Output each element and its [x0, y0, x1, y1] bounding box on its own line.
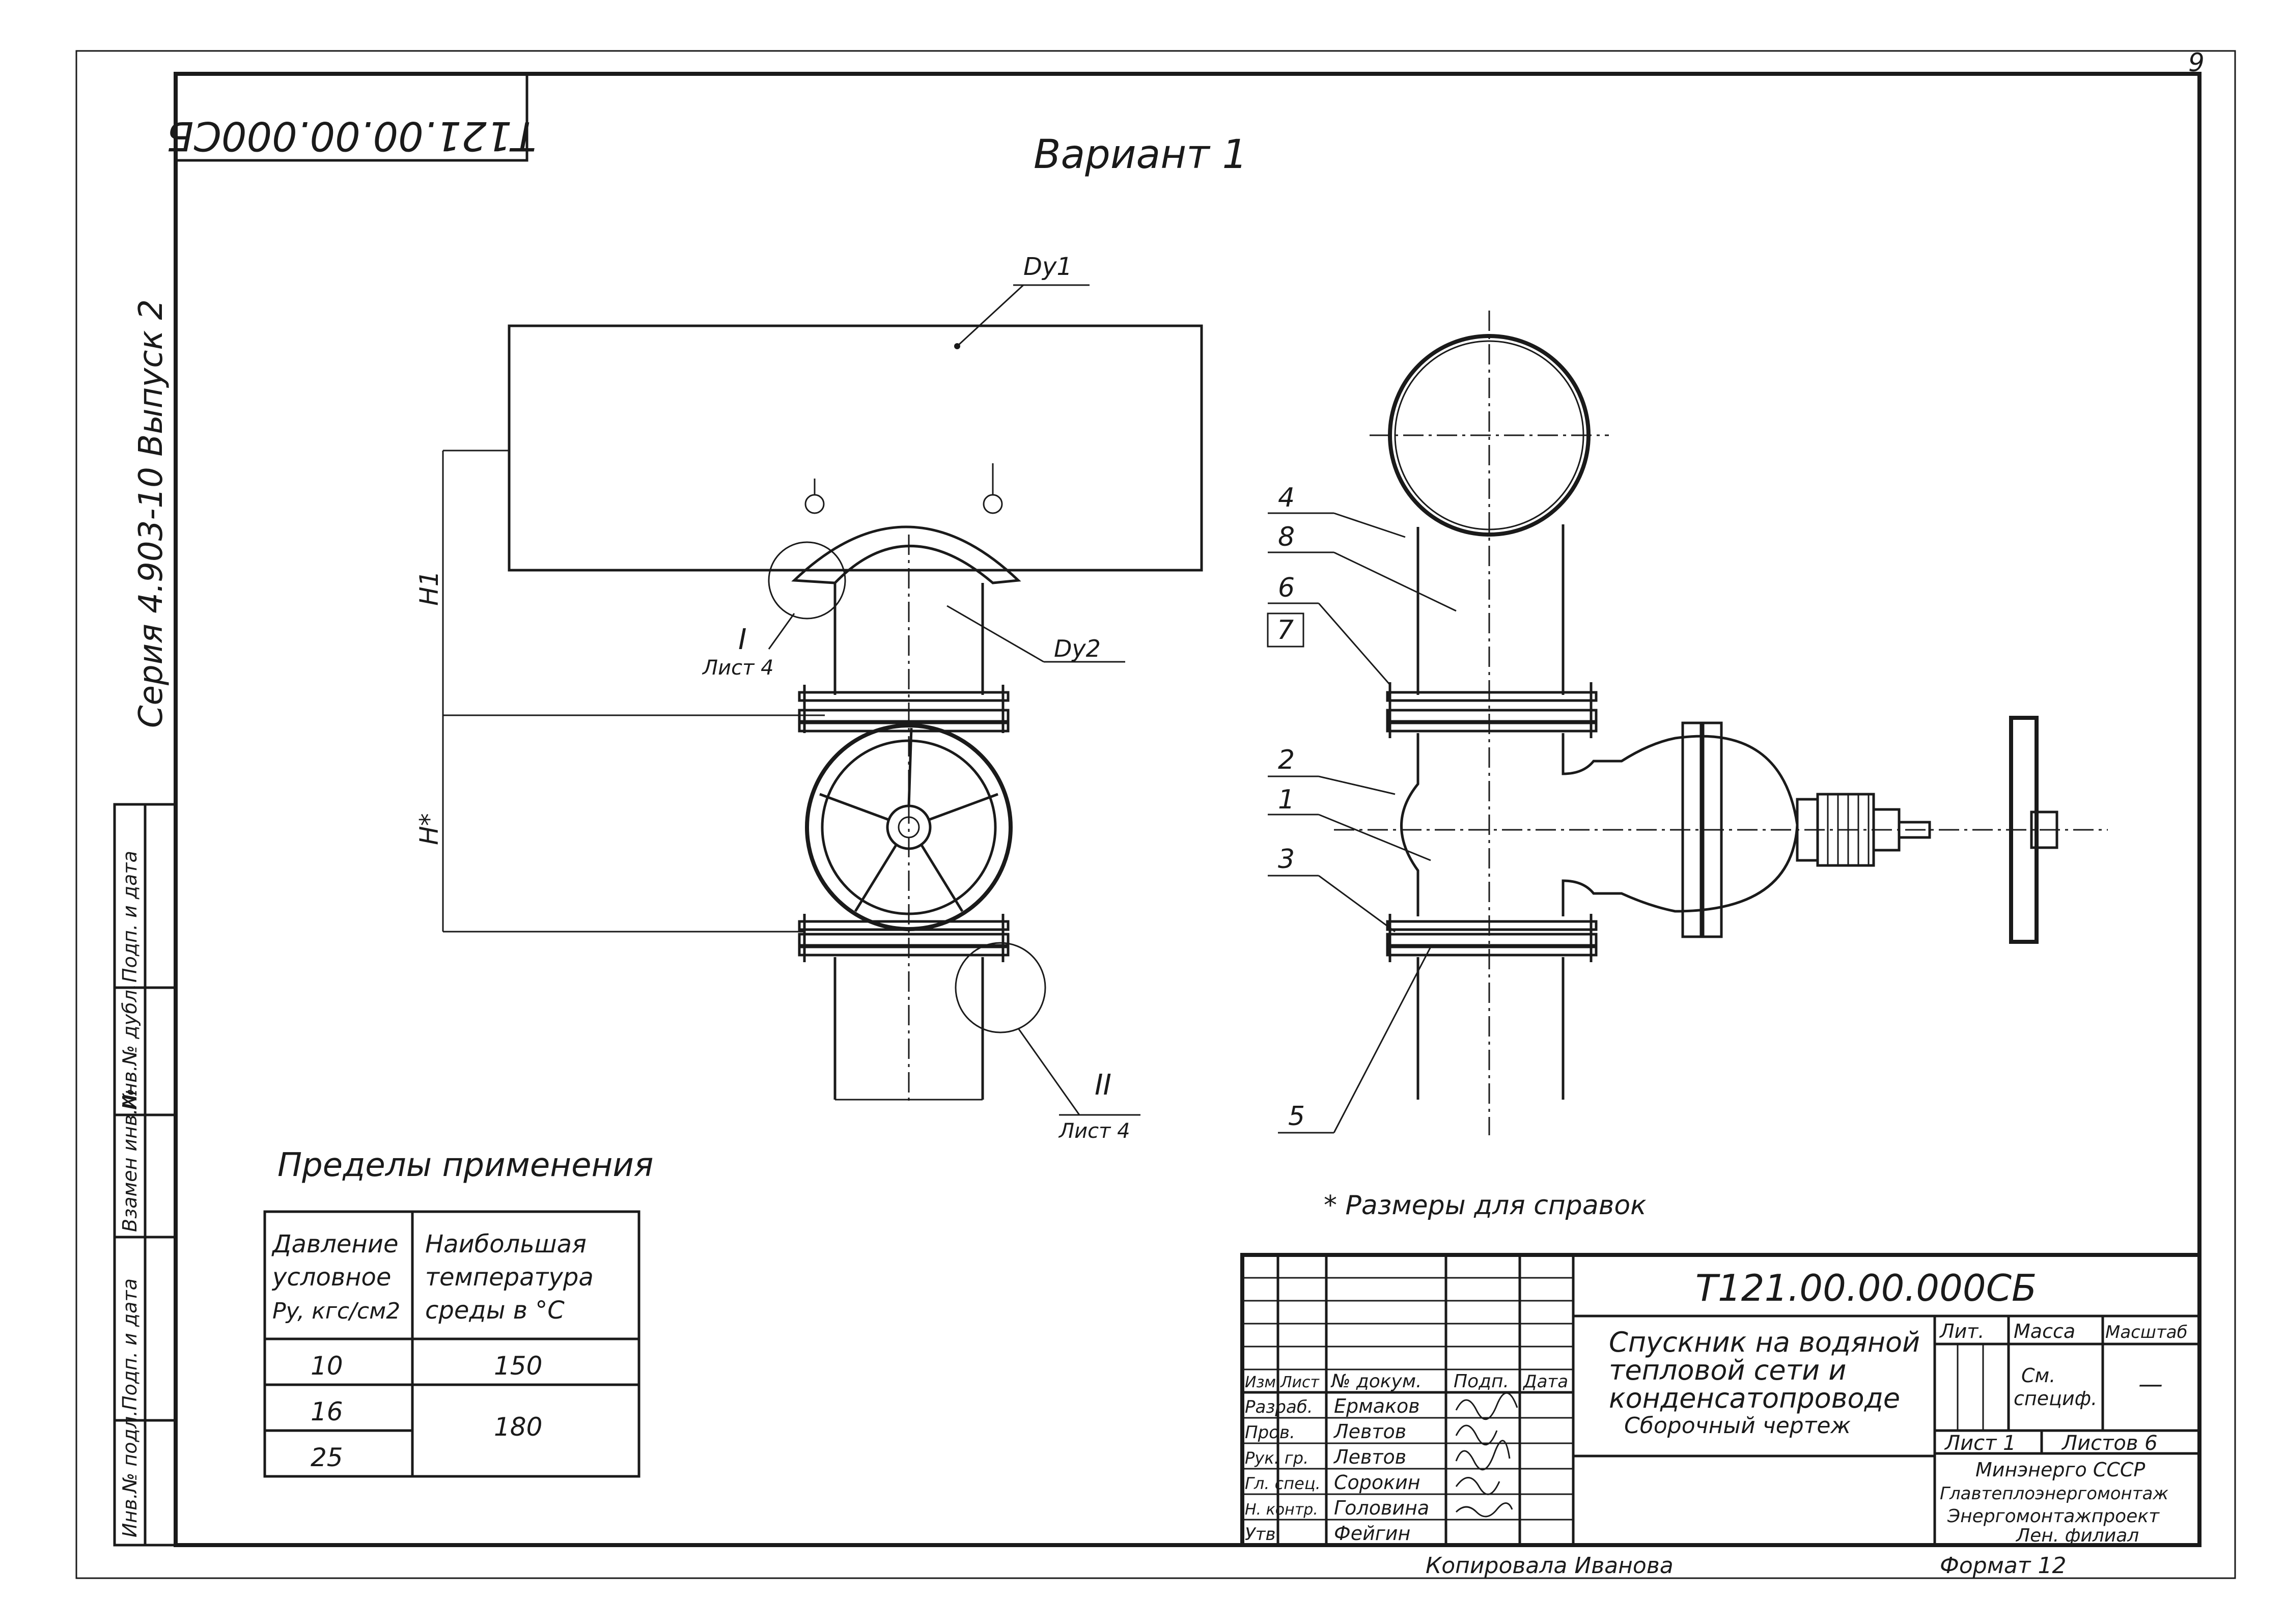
name-checker: Левтов: [1333, 1420, 1406, 1443]
org-3: Энергомонтажпроект: [1947, 1506, 2160, 1527]
role-group-head: Рук. гр.: [1245, 1448, 1308, 1468]
label-detail-2-sheet: Лист 4: [1058, 1119, 1130, 1143]
col-header-sign: Подп.: [1454, 1371, 1509, 1392]
label-dy1: Dу1: [1023, 253, 1072, 281]
role-checker: Пров.: [1245, 1422, 1295, 1443]
limits-title: Пределы применения: [277, 1146, 653, 1184]
label-detail-2: II: [1095, 1069, 1111, 1102]
limits-row1-p: 10: [311, 1351, 343, 1381]
name-norm-control: Головина: [1334, 1497, 1429, 1519]
limits-col2-header-2: температура: [425, 1263, 594, 1292]
col-header-sheet: Лист: [1280, 1374, 1320, 1391]
col-header-change: Изм.: [1245, 1374, 1281, 1391]
limits-row2-p: 16: [311, 1397, 343, 1426]
label-dy2: Dу2: [1054, 635, 1101, 662]
pos-5: 5: [1288, 1101, 1305, 1132]
sheet-label: Лист 1: [1944, 1432, 2016, 1455]
limits-col2-header-3: среды в °С: [425, 1296, 565, 1325]
name-chief-spec: Сорокин: [1334, 1471, 1420, 1494]
doc-name-3: конденсатопроводе: [1609, 1382, 1900, 1414]
role-norm-control: Н. контр.: [1245, 1501, 1318, 1519]
strip-label-2: Подп. и дата: [119, 1278, 141, 1410]
limits-col1-header-3: Py, кгс/см2: [272, 1298, 400, 1324]
lit-header: Лит.: [1939, 1320, 1985, 1342]
doc-code: Т121.00.00.000СБ: [1695, 1267, 2037, 1309]
name-approved: Фейгин: [1334, 1522, 1410, 1545]
limits-table: Пределы применения Давление условное Py,…: [263, 1146, 653, 1478]
label-h1: H1: [414, 571, 444, 606]
limits-row1-t: 150: [494, 1351, 542, 1381]
pos-1: 1: [1278, 785, 1295, 815]
label-detail-1-sheet: Лист 4: [702, 656, 774, 680]
label-detail-1: I: [738, 623, 747, 656]
title-block: Т121.00.00.000СБ Спускник на водяной теп…: [1240, 1253, 2202, 1547]
limits-col1-header-2: условное: [271, 1263, 391, 1292]
left-strip: Инв.№ подл. Подп. и дата Взамен инв.№ Ин…: [113, 803, 177, 1547]
name-developer: Ермаков: [1334, 1395, 1420, 1417]
col-header-date: Дата: [1522, 1371, 1568, 1392]
col-header-doc: № докум.: [1330, 1371, 1422, 1392]
pos-4: 4: [1278, 483, 1295, 513]
doc-name-2: тепловой сети и: [1609, 1354, 1846, 1386]
strip-label-5: Подп. и дата: [119, 851, 141, 983]
role-chief-spec: Гл. спец.: [1245, 1474, 1321, 1493]
outer-frame: [75, 50, 2236, 1579]
footer-format: Формат 12: [1940, 1553, 2067, 1579]
signatures: [1455, 1392, 1518, 1518]
strip-label-3: Взамен инв.№: [119, 1088, 141, 1232]
limits-col1-header-1: Давление: [271, 1230, 399, 1258]
limits-row3-p: 25: [311, 1443, 343, 1472]
org-1: Минэнерго СССР: [1975, 1459, 2145, 1481]
mass-header: Масса: [2014, 1320, 2075, 1342]
doc-name-1: Спускник на водяной: [1609, 1326, 1920, 1358]
role-approved: Утв.: [1245, 1524, 1281, 1545]
pos-6: 6: [1278, 573, 1295, 603]
pos-3: 3: [1278, 844, 1295, 875]
rotated-stamp-code: Т121.00.00.000СБ: [166, 113, 536, 158]
strip-label-4: Инв.№ дубл.: [119, 984, 141, 1110]
main-pipe-dy1: [508, 324, 1203, 572]
sheets-label: Листов 6: [2061, 1432, 2158, 1455]
mass-value-1: См.: [2021, 1364, 2055, 1387]
doc-name-4: Сборочный чертеж: [1624, 1413, 1851, 1439]
side-view: 4 8 6 7 2 1 3 5: [1267, 311, 2108, 1135]
org-4: Лен. филиал: [2015, 1525, 2139, 1546]
variant-title: Вариант 1: [1034, 132, 1247, 178]
strip-label-1: Инв.№ подл.: [119, 1410, 141, 1537]
scale-value: —: [2138, 1370, 2163, 1398]
scale-header: Масштаб: [2105, 1322, 2188, 1342]
limits-row2-t: 180: [494, 1412, 542, 1442]
label-h-star: H*: [414, 813, 444, 845]
org-2: Главтеплоэнергомонтаж: [1940, 1483, 2168, 1504]
pos-7: 7: [1277, 615, 1294, 646]
rotated-stamp-box: [174, 72, 528, 162]
reference-note: * Размеры для справок: [1324, 1190, 1647, 1221]
mass-value-2: специф.: [2014, 1387, 2097, 1410]
footer-copied: Копировала Иванова: [1426, 1553, 1674, 1579]
front-view: Dу1 H1 H* I Лист 4 Dу2: [414, 253, 1203, 1143]
name-group-head: Левтов: [1333, 1446, 1406, 1468]
series-text: Серия 4.903-10 Выпуск 2: [132, 299, 170, 728]
pos-8: 8: [1278, 522, 1295, 552]
role-developer: Разраб.: [1245, 1397, 1313, 1417]
sheet-number: 9: [2188, 48, 2205, 77]
pos-2: 2: [1278, 745, 1295, 775]
limits-col2-header-1: Наибольшая: [425, 1230, 587, 1258]
